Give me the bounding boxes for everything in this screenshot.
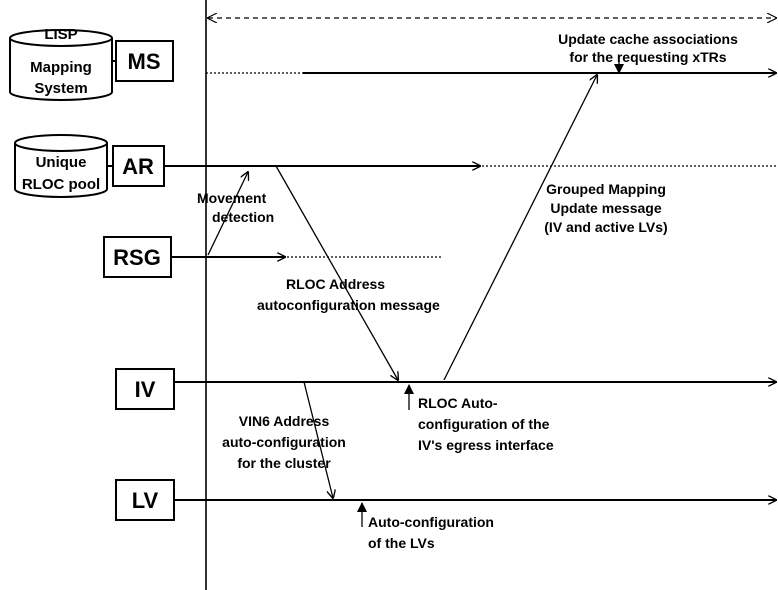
rloc-autoconf-iv-annotation: RLOC Auto- configuration of the IV's egr… [418, 395, 554, 453]
lisp-mapping-system-db: LISP Mapping System [9, 26, 113, 101]
vin6-line-1: VIN6 Address [239, 413, 330, 429]
lv-label: LV [132, 488, 159, 513]
ar-label: AR [122, 154, 154, 179]
grouped-line-1: Grouped Mapping [546, 181, 666, 197]
entity-rsg: RSG [103, 236, 172, 278]
lv-autoconf-line-2: of the LVs [368, 535, 435, 551]
rloc-pool-line-1: Unique [36, 154, 87, 171]
movement-detection-annotation: Movement detection [197, 190, 274, 225]
vin6-line-2: auto-configuration [222, 434, 346, 450]
movement-detection-arrow [207, 172, 248, 256]
entity-iv: IV [115, 368, 175, 410]
rsg-label: RSG [113, 245, 161, 270]
movement-line-2: detection [212, 209, 274, 225]
grouped-mapping-annotation: Grouped Mapping Update message (IV and a… [544, 181, 667, 235]
iv-label: IV [135, 377, 156, 402]
rloc-autoconf-msg-arrow [275, 165, 398, 380]
update-cache-line-1: Update cache associations [558, 31, 738, 47]
vin6-annotation: VIN6 Address auto-configuration for the … [222, 413, 346, 471]
rloc-iv-line-3: IV's egress interface [418, 437, 554, 453]
rloc-pool-db: Unique RLOC pool [14, 134, 108, 198]
grouped-line-2: Update message [550, 200, 661, 216]
entity-ms: MS [112, 40, 174, 82]
lv-autoconf-annotation: Auto-configuration of the LVs [368, 514, 494, 551]
vin6-autoconf-arrow [303, 381, 333, 498]
ms-label: MS [128, 49, 161, 74]
lisp-db-line-2: Mapping [30, 59, 92, 76]
lisp-db-line-3: System [34, 80, 87, 97]
entity-lv: LV [115, 479, 175, 521]
rloc-iv-line-1: RLOC Auto- [418, 395, 498, 411]
rloc-iv-line-2: configuration of the [418, 416, 550, 432]
update-cache-line-2: for the requesting xTRs [569, 49, 726, 65]
rloc-pool-line-2: RLOC pool [22, 176, 100, 193]
lisp-db-line-1: LISP [44, 26, 77, 43]
rloc-msg-line-2: autoconfiguration message [257, 297, 440, 313]
rloc-msg-line-1: RLOC Address [286, 276, 385, 292]
rloc-autoconf-msg-annotation: RLOC Address autoconfiguration message [257, 276, 440, 313]
vin6-line-3: for the cluster [237, 455, 331, 471]
update-cache-annotation: Update cache associations for the reques… [558, 31, 738, 65]
lv-autoconf-line-1: Auto-configuration [368, 514, 494, 530]
movement-line-1: Movement [197, 190, 267, 206]
entity-ar: AR [107, 145, 165, 187]
grouped-mapping-update-arrow [443, 75, 597, 381]
grouped-line-3: (IV and active LVs) [544, 219, 667, 235]
